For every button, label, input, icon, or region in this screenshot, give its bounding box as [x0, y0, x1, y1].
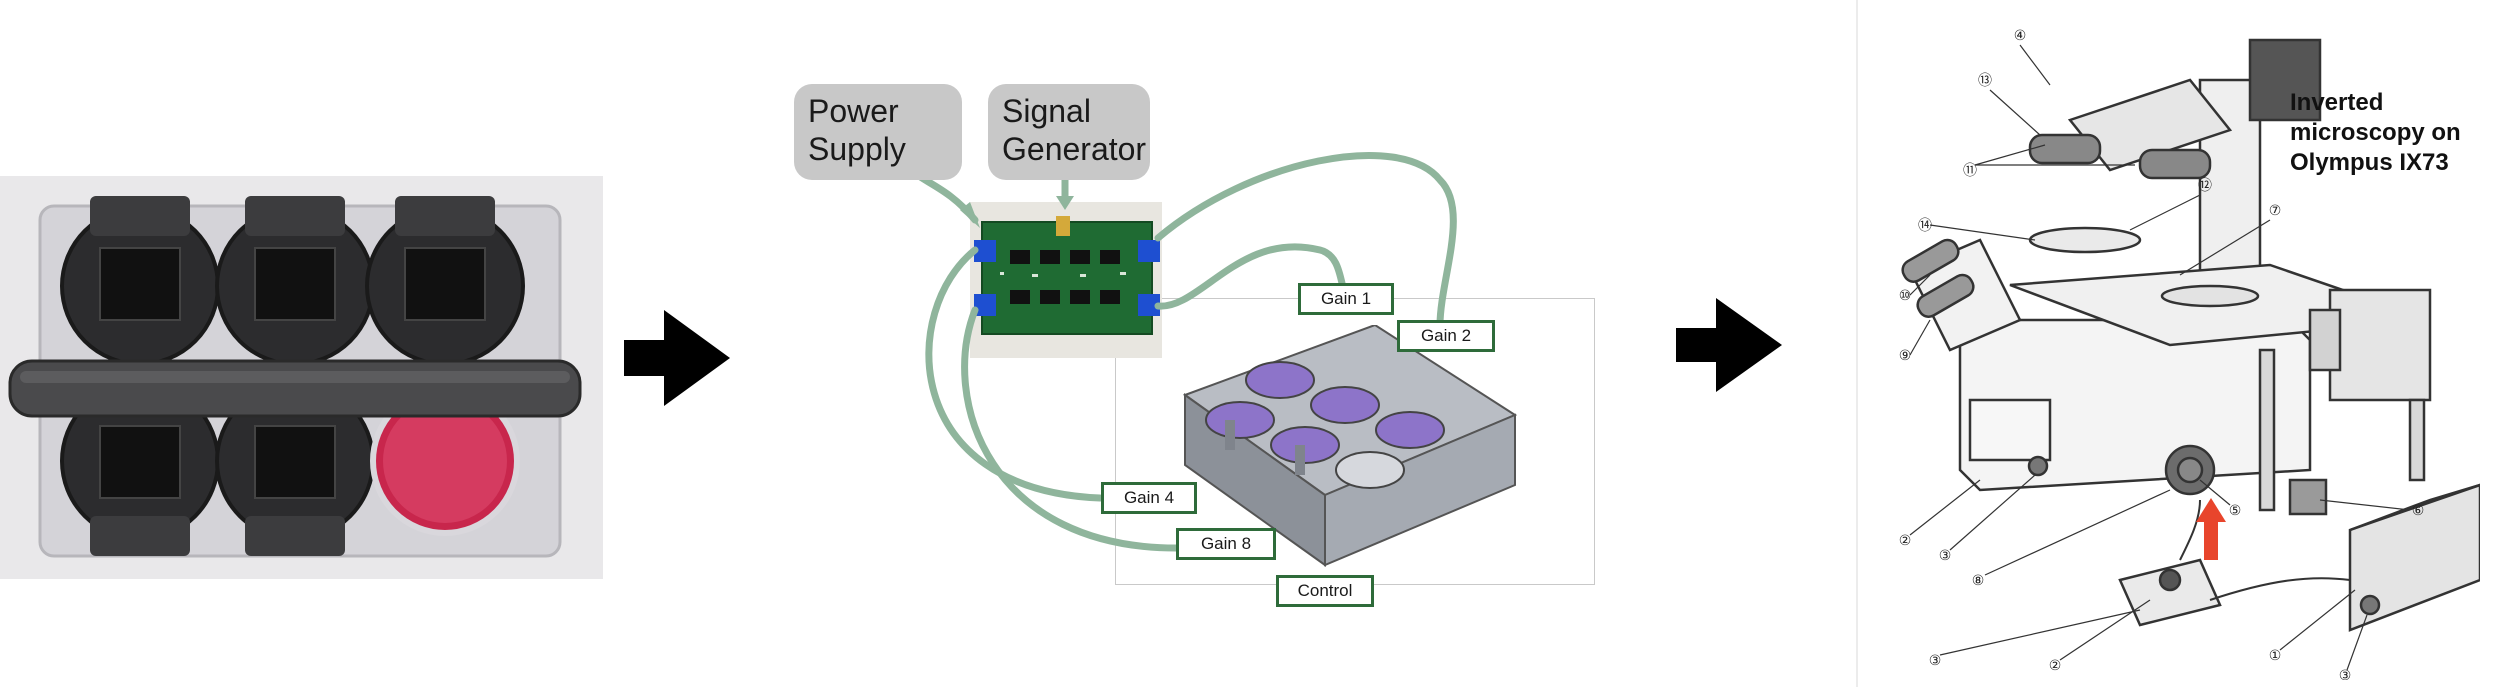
gain-8-label: Gain 8	[1176, 528, 1276, 560]
part-label: ⑬	[1978, 73, 1992, 89]
electronics-setup-panel: Power Supply Signal Generator Gain 1 Gai…	[780, 70, 1800, 610]
power-supply-callout: Power Supply	[794, 84, 962, 180]
part-label: ⑨	[1899, 348, 1912, 364]
plate-render	[1182, 325, 1518, 567]
amplifier-board	[970, 202, 1162, 358]
part-label: ①	[2269, 648, 2282, 664]
part-label: ⑪	[1963, 163, 1977, 179]
right-arrow-icon	[1676, 298, 1782, 392]
part-label: ⑩	[1899, 288, 1912, 304]
part-label: ④	[2014, 28, 2027, 44]
part-label: ⑭	[1918, 218, 1932, 234]
panel-divider	[1856, 0, 1858, 687]
gain-1-label: Gain 1	[1298, 283, 1394, 315]
part-label: ②	[2049, 658, 2062, 674]
culture-plate-photo	[0, 176, 603, 579]
part-label: ⑫	[2198, 178, 2212, 194]
part-label: ⑦	[2269, 203, 2282, 219]
wire-paths	[906, 152, 1457, 552]
microscope-drawing: ④ ⑬ ⑪ ⑫ ⑭ ⑦ ⑩ ⑨ ② ③ ⑧ ⑤ ⑥ ③ ② ① ③	[1870, 20, 2480, 680]
part-label: ②	[1899, 533, 1912, 549]
part-label: ⑤	[2229, 503, 2242, 519]
part-label: ③	[1939, 548, 1952, 564]
signal-generator-callout: Signal Generator	[988, 84, 1150, 180]
part-label: ⑧	[1972, 573, 1985, 589]
microscope-title: Inverted microscopy on Olympus IX73	[2290, 89, 2461, 176]
control-label: Control	[1276, 575, 1374, 607]
gain-4-label: Gain 4	[1101, 482, 1197, 514]
part-label: ③	[1929, 653, 1942, 669]
part-label: ③	[2339, 668, 2352, 680]
gain-2-label: Gain 2	[1397, 320, 1495, 352]
part-label: ⑥	[2412, 503, 2425, 519]
right-arrow-icon	[624, 310, 730, 406]
